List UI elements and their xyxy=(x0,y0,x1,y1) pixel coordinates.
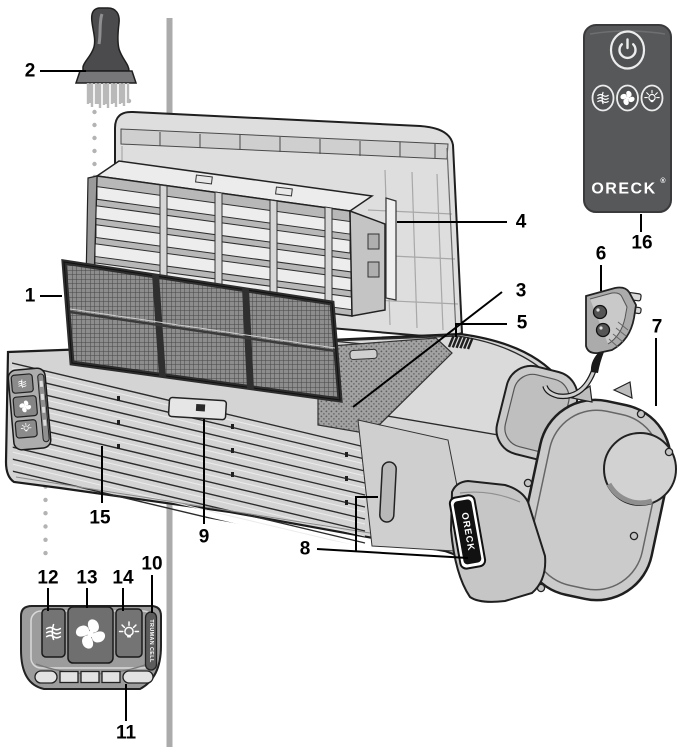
brush-bristles xyxy=(86,83,130,108)
power-plug xyxy=(585,286,642,373)
truman-cell-strip: TRUMAN CELL xyxy=(144,611,158,671)
remote-brand-wordmark: ORECK xyxy=(591,181,656,198)
callout-label-1: 1 xyxy=(25,286,36,307)
side-end-cap xyxy=(520,381,677,602)
brush-bristle-shading xyxy=(89,83,123,104)
callout-label-15: 15 xyxy=(89,508,111,529)
callout-label-2: 2 xyxy=(25,61,36,82)
rear-vents xyxy=(447,335,474,350)
callout-label-10: 10 xyxy=(141,554,162,575)
callout-label-11: 11 xyxy=(116,723,137,744)
cell-guide-rail xyxy=(385,197,397,301)
callout-label-13: 13 xyxy=(76,568,97,589)
callout-label-9: 9 xyxy=(199,527,210,548)
cap-screws xyxy=(523,409,674,593)
leader-8a xyxy=(316,548,469,559)
filter-door-latch xyxy=(167,396,228,421)
callout-labels: 1 2 3 4 5 6 7 8 9 10 11 12 13 14 15 16 xyxy=(25,61,663,744)
fan-key xyxy=(67,606,114,664)
fan-button xyxy=(616,84,639,112)
callout-label-3: 3 xyxy=(516,281,527,302)
callout-label-6: 6 xyxy=(596,244,607,265)
callout-label-4: 4 xyxy=(516,212,527,233)
callout-label-8: 8 xyxy=(300,539,311,560)
oreck-badge: ORECK xyxy=(448,494,487,570)
remote-control: ORECK ® xyxy=(583,24,672,213)
base-unit xyxy=(4,332,579,562)
strain-relief xyxy=(590,352,604,373)
cell-posts xyxy=(159,184,333,315)
callout-label-16: 16 xyxy=(631,233,652,254)
power-cord xyxy=(542,368,597,400)
power-button xyxy=(609,30,646,70)
airflow-button xyxy=(591,84,615,112)
side-panel-with-badge: ORECK xyxy=(448,479,547,603)
truman-cell-strip-label: TRUMAN CELL xyxy=(148,619,154,663)
interior-filter-area xyxy=(317,337,453,435)
indicator-lights xyxy=(34,670,154,684)
callout-label-12: 12 xyxy=(37,568,58,589)
leader-8b xyxy=(355,496,378,551)
light-key xyxy=(115,608,143,658)
callout-label-7: 7 xyxy=(652,317,663,338)
remote-registered-mark: ® xyxy=(660,177,666,185)
side-vent-groove xyxy=(379,461,397,523)
cleaning-brush xyxy=(74,7,138,108)
callout-leader-lines xyxy=(40,70,657,721)
interior-tab xyxy=(349,348,378,361)
wall-line xyxy=(166,18,173,747)
airflow-key xyxy=(41,608,66,658)
light-button xyxy=(640,84,664,112)
onboard-control-panel-unit xyxy=(7,367,52,451)
pre-filter-mesh xyxy=(61,259,343,403)
callout-label-14: 14 xyxy=(112,568,134,589)
callout-label-5: 5 xyxy=(517,313,528,334)
leader-3 xyxy=(352,291,503,408)
control-panel-detail: TRUMAN CELL xyxy=(20,605,162,690)
leader-5 xyxy=(455,323,507,337)
lid-rail-ribs xyxy=(159,132,436,158)
